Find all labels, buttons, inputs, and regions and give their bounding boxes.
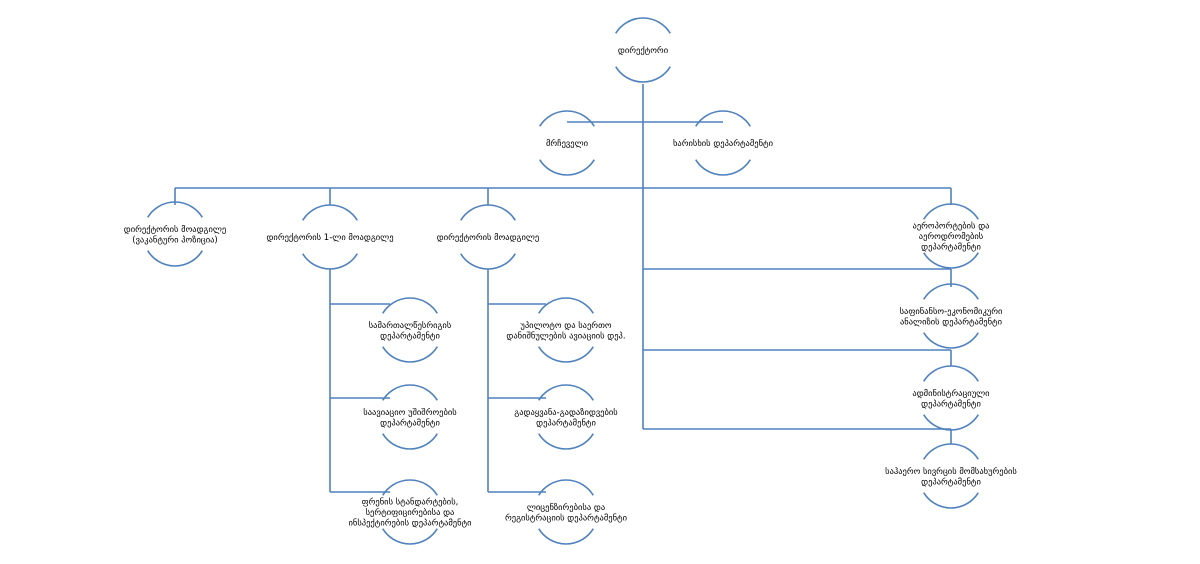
node-label: ხარისხის დეპარტამენტი (673, 138, 773, 149)
node-arc-top (923, 443, 979, 460)
node-arc-top (460, 204, 516, 221)
node-label-line: ფრენის სტანდარტების, (362, 497, 459, 508)
node-arc-top (382, 384, 438, 401)
node-arc-bottom (538, 433, 594, 450)
node-arc-top (302, 204, 358, 221)
node-label: დირექტორის 1-ლი მოადგილე (266, 232, 393, 243)
node-label-line: ხარისხის დეპარტამენტი (673, 138, 773, 149)
node-label-line: (ვაკანტური პოზიცია) (132, 234, 218, 245)
node-label-line: ლიცენზირებისა და (527, 502, 605, 513)
node-first-deputy: დირექტორის 1-ლი მოადგილე (266, 204, 394, 270)
node-director: დირექტორი (615, 17, 671, 83)
node-arc-bottom (382, 433, 438, 450)
node-deputy: დირექტორის მოადგილე (437, 204, 539, 270)
node-label-line: დეპარტამენტი (921, 398, 981, 409)
node-label: დირექტორის მოადგილე(ვაკანტური პოზიცია) (124, 224, 226, 246)
node-label-line: საჰაერო სივრცის მომსახურების (885, 466, 1017, 477)
node-arc-bottom (615, 66, 671, 83)
node-label-line: დეპარტამენტი (921, 476, 981, 487)
node-arc-top (695, 110, 751, 127)
node-arc-top (615, 17, 671, 34)
node-deputy-vacant: დირექტორის მოადგილე(ვაკანტური პოზიცია) (124, 201, 226, 267)
node-arc-top (538, 479, 594, 496)
node-label-line: დეპარტამენტი (380, 417, 440, 428)
node-label: დირექტორის მოადგილე (437, 232, 539, 243)
node-arc-bottom (695, 159, 751, 176)
node-arc-bottom (302, 253, 358, 270)
node-arc-top (382, 479, 438, 496)
connector-lines (174, 84, 952, 493)
node-label-line: ინსპექტირების დეპარტამენტი (349, 518, 472, 529)
node-label: მრჩეველი (546, 138, 588, 149)
node-label-line: დირექტორის მოადგილე (124, 224, 226, 235)
node-quality: ხარისხის დეპარტამენტი (673, 110, 773, 176)
node-label-line: საავიაციო უშიშროების (363, 407, 457, 418)
node-label-line: ადმინისტრაციული (912, 388, 989, 399)
node-label-line: რეგისტრაციის დეპარტამენტი (505, 512, 627, 523)
node-arc-bottom (539, 159, 595, 176)
node-arc-bottom (923, 414, 979, 431)
org-nodes: დირექტორი მრჩეველი ხარისხის დეპარტამენტი დი… (124, 17, 1017, 545)
node-arc-top (382, 297, 438, 314)
node-arc-top (538, 297, 594, 314)
node-label-line: აეროპორტების და (913, 221, 990, 232)
node-label: დირექტორი (618, 45, 668, 56)
node-label-line: სამართალწესრიგის (369, 320, 452, 331)
node-label-line: სერტიფიცირებისა და (366, 507, 455, 518)
node-arc-top (923, 283, 979, 300)
node-label-line: მრჩეველი (546, 138, 588, 149)
node-arc-bottom (147, 250, 203, 267)
node-label-line: დირექტორი (618, 45, 668, 56)
node-arc-top (538, 384, 594, 401)
node-arc-bottom (382, 346, 438, 363)
node-label-line: დანიშნულების ავიაციის დეპ. (506, 330, 625, 341)
node-arc-top (147, 201, 203, 218)
node-arc-top (923, 203, 979, 220)
node-label-line: აეროდრომების (919, 231, 984, 242)
node-arc-bottom (923, 332, 979, 349)
node-arc-bottom (538, 346, 594, 363)
node-arc-bottom (460, 253, 516, 270)
node-label-line: უპილოტო და საერთო (520, 320, 611, 331)
node-advisor: მრჩეველი (539, 110, 595, 176)
node-label-line: დეპარტამენტი (380, 330, 440, 341)
node-label-line: გადაყვანა-გადაზიდვების (514, 407, 618, 418)
node-arc-bottom (382, 528, 438, 545)
node-arc-bottom (923, 252, 979, 269)
node-label-line: დეპარტამენტი (921, 242, 981, 253)
node-arc-bottom (923, 492, 979, 509)
node-label-line: საფინანსო-ეკონომიკური (900, 306, 1003, 317)
node-label-line: დეპარტამენტი (536, 417, 596, 428)
node-label-line: დირექტორის მოადგილე (437, 232, 539, 243)
node-arc-top (923, 365, 979, 382)
node-arc-top (539, 110, 595, 127)
node-label-line: ანალიზის დეპარტამენტი (900, 316, 1002, 327)
node-label-line: დირექტორის 1-ლი მოადგილე (266, 232, 393, 243)
node-arc-bottom (538, 528, 594, 545)
